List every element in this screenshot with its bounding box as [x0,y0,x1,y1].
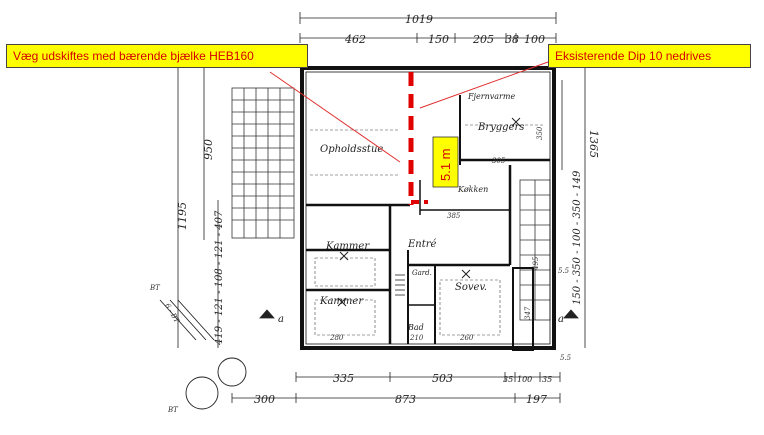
dim-right-extra: 495 [532,256,540,271]
room-dim: 280 [329,334,344,342]
tree-symbols [159,299,247,410]
dim-right-extra: 350 [536,126,544,140]
room-dim: 385 [447,212,461,220]
room-label-bad: Bad [407,323,424,332]
room-label-kammer: Kammer [325,241,370,252]
misc-label: 6 - BT [163,302,181,325]
misc-label: BT [149,284,161,292]
dim-left-outer: 1195 [176,202,189,230]
room-dim: 210 [409,334,424,342]
dim-right-outer: 1365 [587,130,600,158]
misc-label: 5.5 [560,354,572,362]
fixture-lines [310,124,545,336]
outer-walls [300,66,556,351]
room-crosses [337,117,521,307]
room-label-kokken: Køkken [457,185,488,194]
dim-bottom-row2: 873 [395,393,416,406]
stair-hatch [395,274,405,296]
terrace-hatch [231,87,295,239]
section-marker [259,309,579,319]
room-label-opholdsstue: Opholdsstue [320,144,383,155]
dim-bottom-row1: 100 [517,375,532,384]
room-label-entre: Entré [407,239,437,250]
room-label-bryggers: Bryggers [477,122,524,133]
dim-bottom-row2: 197 [526,393,547,406]
inner-walls [306,95,550,344]
dim-left-chain: 419 - 121 - 108 - 121 - 407 [214,210,225,346]
section-label-a: a [278,314,284,325]
room-label-gard: Gard. [412,269,432,277]
dim-right-extra: 347 [524,306,532,320]
misc-label: 5.5 [558,267,570,275]
room-label-kammer: Kammer [319,296,364,307]
right-dimension-lines [561,68,586,348]
callout-right: Eksisterende Dip 10 nedrives [548,44,751,68]
dim-top-total: 1019 [405,13,433,26]
span-label-box [432,136,459,188]
section-label-a: a [558,314,564,325]
dim-top-part: 462 [344,33,366,46]
dim-right-chain: 150 - 350 - 100 - 350 - 149 [572,170,583,305]
leader-line-left [269,71,401,163]
dim-bottom-row1: 35 [542,375,552,384]
top-dimension-lines [299,12,557,43]
callout-left: Væg udskiftes med bærende bjælke HEB160 [6,44,308,68]
left-dimension-lines [177,68,219,348]
dim-top-part: 38 [505,33,519,46]
dim-bottom-row2: 300 [254,393,275,406]
callout-right-text: Eksisterende Dip 10 nedrives [555,49,712,63]
dim-right-extra: 305 [492,157,506,165]
leader-line-right [419,61,549,109]
dim-top-part: 205 [472,33,494,46]
dim-top-part: 150 [428,33,449,46]
room-label-fjernvarme: Fjernvarme [467,92,515,101]
dim-bottom-row1: 503 [432,372,453,385]
callout-left-text: Væg udskiftes med bærende bjælke HEB160 [13,49,254,63]
room-label-sovev: Sovev. [455,282,487,293]
bottom-dimension-lines [231,372,561,403]
dim-left-inner: 950 [202,139,215,160]
span-label-text: 5.1 m [438,148,453,181]
misc-label: BT [167,406,179,414]
dim-bottom-row1: 335 [333,372,354,385]
dim-top-part: 100 [524,33,545,46]
right-terrace-hatch [519,179,551,321]
dim-bottom-row1: 35 [503,375,513,384]
room-dim: 260 [459,334,474,342]
